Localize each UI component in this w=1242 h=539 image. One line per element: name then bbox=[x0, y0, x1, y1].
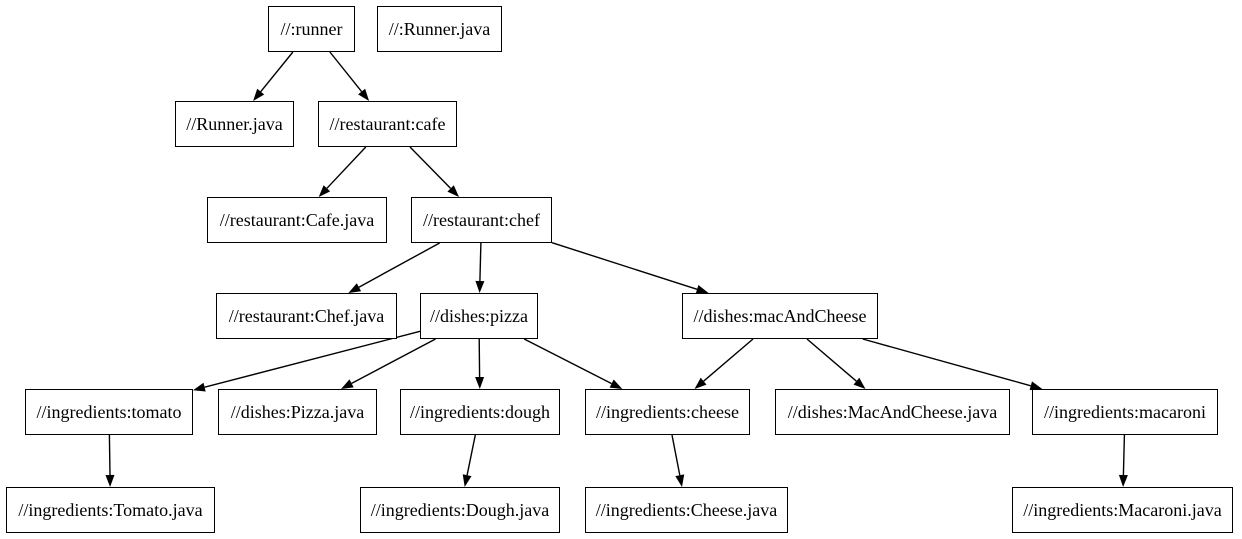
arrowhead-chef-to-chef-java bbox=[348, 283, 362, 293]
edge-dough-to-dough-java bbox=[466, 434, 476, 476]
arrowhead-tomato-to-tomato-java bbox=[105, 474, 115, 487]
arrowhead-pizza-to-cheese bbox=[609, 379, 623, 389]
node-cafe: //restaurant:cafe bbox=[318, 101, 457, 147]
node-dough: //ingredients:dough bbox=[400, 389, 560, 435]
edge-mac-and-cheese-to-macaroni bbox=[862, 338, 1031, 387]
node-chef: //restaurant:chef bbox=[411, 197, 552, 243]
node-runner-java-file: //Runner.java bbox=[175, 101, 294, 147]
edge-runner-to-cafe bbox=[329, 51, 363, 93]
edge-mac-and-cheese-to-mac-and-cheese-java bbox=[806, 338, 857, 382]
arrowhead-mac-and-cheese-to-macaroni bbox=[1029, 381, 1043, 391]
arrowhead-macaroni-to-macaroni-java bbox=[1118, 474, 1128, 487]
node-runner: //:runner bbox=[268, 6, 355, 52]
node-dough-java: //ingredients:Dough.java bbox=[360, 487, 560, 533]
edge-pizza-to-tomato bbox=[204, 330, 421, 388]
edge-pizza-to-cheese bbox=[523, 338, 612, 385]
node-tomato: //ingredients:tomato bbox=[25, 389, 193, 435]
arrowhead-mac-and-cheese-to-cheese bbox=[694, 377, 707, 389]
arrowhead-chef-to-mac-and-cheese bbox=[695, 285, 709, 294]
node-chef-java: //restaurant:Chef.java bbox=[216, 293, 397, 339]
node-macaroni-java: //ingredients:Macaroni.java bbox=[1012, 487, 1233, 533]
node-pizza-java: //dishes:Pizza.java bbox=[218, 389, 377, 435]
edge-cafe-to-cafe-java bbox=[326, 146, 367, 189]
arrowhead-mac-and-cheese-to-mac-and-cheese-java bbox=[853, 377, 866, 389]
node-cheese: //ingredients:cheese bbox=[585, 389, 750, 435]
edge-mac-and-cheese-to-cheese bbox=[703, 338, 754, 382]
edge-tomato-to-tomato-java bbox=[108, 434, 111, 476]
edge-chef-to-chef-java bbox=[358, 242, 440, 288]
arrowhead-chef-to-pizza bbox=[475, 280, 485, 293]
arrowhead-runner-to-cafe bbox=[358, 88, 370, 101]
arrowhead-dough-to-dough-java bbox=[462, 474, 472, 487]
edge-macaroni-to-macaroni-java bbox=[1122, 434, 1126, 476]
node-mac-and-cheese-java: //dishes:MacAndCheese.java bbox=[775, 389, 1010, 435]
arrowhead-pizza-to-tomato bbox=[193, 382, 206, 392]
node-macaroni: //ingredients:macaroni bbox=[1032, 389, 1218, 435]
arrowhead-cafe-to-chef bbox=[447, 185, 459, 197]
edge-cheese-to-cheese-java bbox=[671, 434, 681, 476]
node-pizza: //dishes:pizza bbox=[420, 293, 538, 339]
edge-chef-to-mac-and-cheese bbox=[551, 242, 698, 290]
edge-runner-to-runner-java-file bbox=[260, 51, 294, 93]
node-runner-java-target: //:Runner.java bbox=[377, 6, 502, 52]
arrowhead-cheese-to-cheese-java bbox=[675, 474, 685, 487]
arrowhead-runner-to-runner-java-file bbox=[253, 88, 265, 101]
node-cafe-java: //restaurant:Cafe.java bbox=[207, 197, 387, 243]
node-tomato-java: //ingredients:Tomato.java bbox=[6, 487, 215, 533]
arrowhead-pizza-to-pizza-java bbox=[341, 379, 354, 389]
arrowhead-cafe-to-cafe-java bbox=[318, 185, 331, 197]
edge-pizza-to-pizza-java bbox=[351, 338, 436, 385]
edge-cafe-to-chef bbox=[409, 146, 452, 189]
node-cheese-java: //ingredients:Cheese.java bbox=[585, 487, 788, 533]
edge-chef-to-pizza bbox=[479, 242, 482, 282]
arrowhead-pizza-to-dough bbox=[475, 377, 485, 389]
node-mac-and-cheese: //dishes:macAndCheese bbox=[682, 293, 878, 339]
